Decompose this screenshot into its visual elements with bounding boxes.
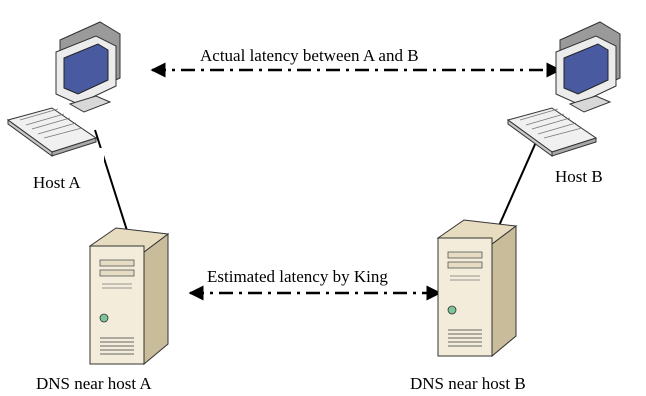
- dns-b-server-icon: [437, 219, 517, 357]
- estimated-latency-label: Estimated latency by King: [207, 267, 388, 286]
- dns-b-label: DNS near host B: [410, 374, 526, 393]
- link-host-a-dns-a: [94, 129, 131, 241]
- host-b-label: Host B: [555, 167, 603, 186]
- host-b-computer-icon: [507, 21, 621, 157]
- dns-a-label: DNS near host A: [36, 374, 152, 393]
- host-a-label: Host A: [33, 173, 81, 192]
- dns-a-server-icon: [89, 227, 169, 365]
- host-a-computer-icon: [7, 21, 121, 157]
- actual-latency-label: Actual latency between A and B: [200, 46, 419, 65]
